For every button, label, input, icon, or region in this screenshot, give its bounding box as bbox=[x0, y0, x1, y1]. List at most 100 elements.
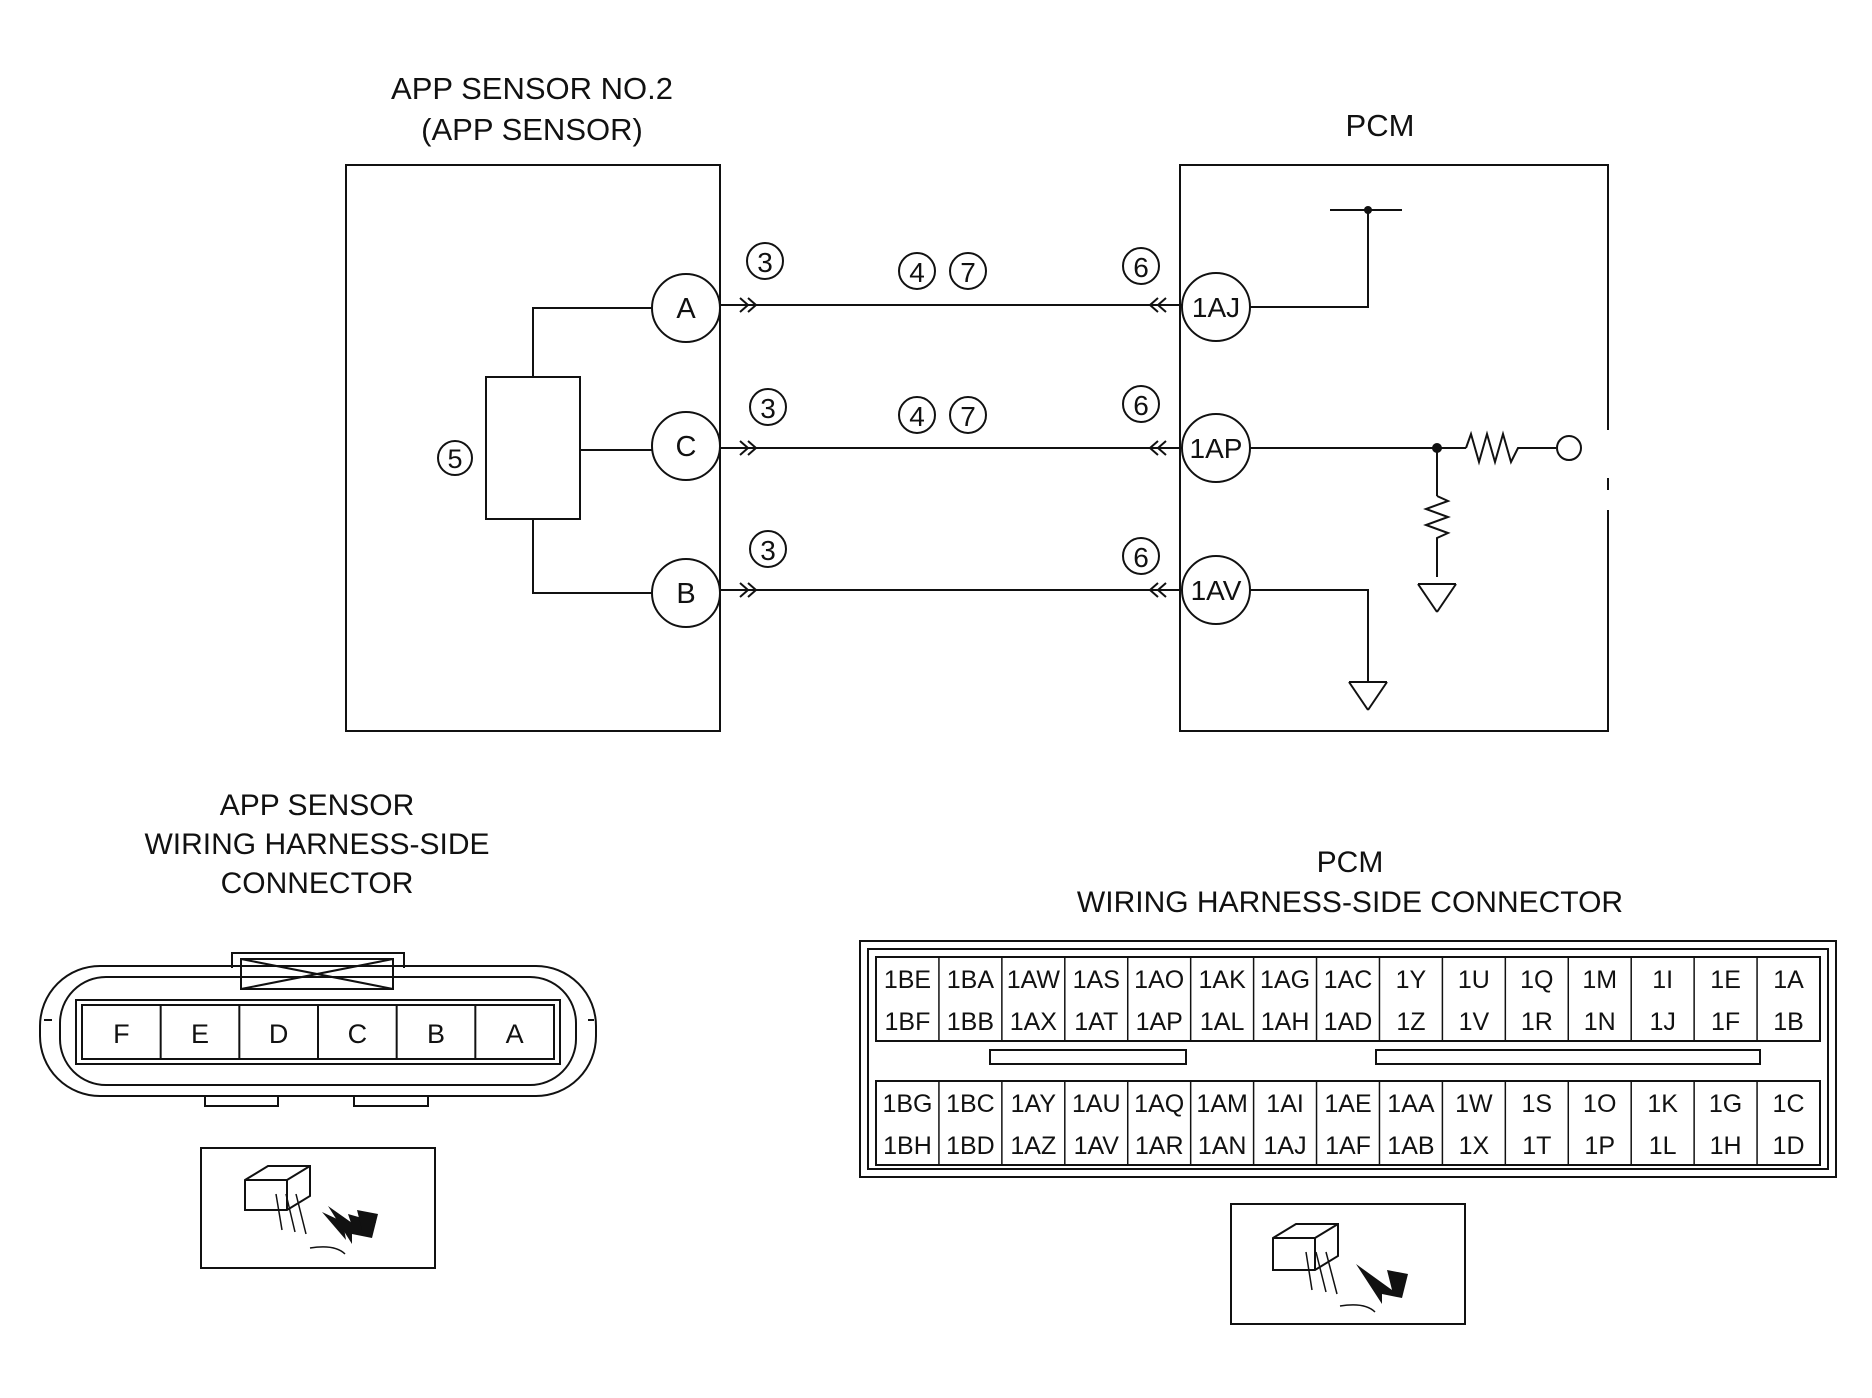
pcm-pin-label: 1AW bbox=[1007, 966, 1061, 994]
pcm-pin-label: 1N bbox=[1584, 1008, 1616, 1036]
pcm-connector-body bbox=[859, 940, 1837, 1178]
sensor-connector-title-line2: WIRING HARNESS-SIDE bbox=[144, 828, 489, 861]
sensor-title-line2: (APP SENSOR) bbox=[421, 112, 643, 147]
pcm-pin-label: 1Y bbox=[1396, 966, 1427, 994]
pcm-pin-label: 1K bbox=[1647, 1090, 1678, 1118]
sensor-side-chevrons bbox=[739, 297, 758, 598]
svg-text:5: 5 bbox=[447, 444, 462, 474]
pcm-pin-label: 1I bbox=[1652, 966, 1673, 994]
marker-6-wire-a: 6 bbox=[1122, 247, 1160, 285]
svg-text:3: 3 bbox=[760, 535, 776, 566]
pcm-pin-label: 1AU bbox=[1072, 1090, 1121, 1118]
pcm-pin-label: 1F bbox=[1711, 1008, 1740, 1036]
pcm-pin-label: 1P bbox=[1584, 1132, 1615, 1160]
pcm-pin-label: 1E bbox=[1710, 966, 1741, 994]
pcm-pin-label: 1O bbox=[1583, 1090, 1616, 1118]
sensor-connector-body bbox=[39, 952, 597, 1107]
sensor-pin-label: A bbox=[506, 1019, 524, 1049]
pcm-pin-label: 1BC bbox=[946, 1090, 995, 1118]
pcm-pin-label: 1AL bbox=[1200, 1008, 1245, 1036]
pcm-pin-label: 1AX bbox=[1010, 1008, 1058, 1036]
sensor-connector-title-line1: APP SENSOR bbox=[220, 789, 415, 822]
pcm-terminal-1ap: 1AP bbox=[1181, 413, 1251, 483]
sensor-title-line1: APP SENSOR NO.2 bbox=[391, 71, 673, 106]
pcm-pin-label: 1L bbox=[1649, 1132, 1677, 1160]
pcm-pin-label: 1X bbox=[1459, 1132, 1490, 1160]
svg-text:1AJ: 1AJ bbox=[1192, 292, 1240, 323]
pcm-pin-label: 1BG bbox=[882, 1090, 932, 1118]
pcm-pin-label: 1W bbox=[1455, 1090, 1493, 1118]
pcm-pin-label: 1AI bbox=[1266, 1090, 1304, 1118]
svg-text:4: 4 bbox=[909, 401, 925, 432]
pcm-pin-label: 1AB bbox=[1387, 1132, 1434, 1160]
pcm-title: PCM bbox=[1346, 108, 1415, 143]
pcm-pin-label: 1U bbox=[1458, 966, 1490, 994]
pcm-pin-label: 1M bbox=[1582, 966, 1617, 994]
pcm-connector-key-left bbox=[989, 1049, 1187, 1065]
pcm-1av-ground bbox=[1250, 589, 1369, 682]
pcm-series-resistor bbox=[1465, 430, 1556, 466]
pcm-pin-label: 1AP bbox=[1136, 1008, 1183, 1036]
pcm-grid-frame bbox=[875, 1080, 1821, 1166]
pcm-pin-label: 1AN bbox=[1198, 1132, 1247, 1160]
pcm-pin-label: 1AY bbox=[1011, 1090, 1057, 1118]
pcm-1aj-supply bbox=[1250, 210, 1369, 308]
marker-3-wire-c: 3 bbox=[749, 388, 787, 426]
sensor-lead-b bbox=[532, 519, 652, 594]
marker-6-wire-b: 6 bbox=[1122, 537, 1160, 575]
svg-text:3: 3 bbox=[757, 247, 773, 278]
pcm-pin-label: 1J bbox=[1649, 1008, 1675, 1036]
pcm-pin-label: 1AF bbox=[1325, 1132, 1371, 1160]
pcm-pin-label: 1T bbox=[1522, 1132, 1551, 1160]
pcm-pin-label: 1BF bbox=[885, 1008, 931, 1036]
sensor-lead-a bbox=[532, 307, 652, 377]
sensor-terminal-c: C bbox=[651, 411, 721, 481]
pcm-pin-label: 1D bbox=[1773, 1132, 1805, 1160]
marker-4-wire-c: 4 bbox=[898, 396, 936, 434]
ground-symbol-1av bbox=[1348, 681, 1388, 711]
pcm-connector-key-right bbox=[1375, 1049, 1761, 1065]
pcm-pin-label: 1AT bbox=[1074, 1008, 1118, 1036]
pcm-pulldown-resistor bbox=[1423, 495, 1451, 577]
pcm-pin-label: 1R bbox=[1521, 1008, 1553, 1036]
pcm-grid-frame bbox=[875, 956, 1821, 1042]
pcm-pin-label: 1BE bbox=[884, 966, 931, 994]
pcm-pin-label: 1AC bbox=[1324, 966, 1373, 994]
pcm-pin-label: 1AS bbox=[1073, 966, 1120, 994]
marker-7-wire-a: 7 bbox=[949, 252, 987, 290]
pcm-pin-label: 1AA bbox=[1387, 1090, 1435, 1118]
pcm-pin-label: 1BB bbox=[947, 1008, 994, 1036]
pcm-pin-label: 1AH bbox=[1261, 1008, 1310, 1036]
sensor-pin-label: F bbox=[113, 1019, 130, 1049]
pcm-pin-label: 1Q bbox=[1520, 966, 1553, 994]
pcm-pin-label: 1H bbox=[1710, 1132, 1742, 1160]
pcm-connector-title-line2: WIRING HARNESS-SIDE CONNECTOR bbox=[1077, 886, 1623, 919]
sensor-terminal-b: B bbox=[651, 558, 721, 628]
svg-text:7: 7 bbox=[960, 257, 976, 288]
marker-3-wire-a: 3 bbox=[746, 242, 784, 280]
pcm-connector-title-line1: PCM bbox=[1317, 846, 1384, 879]
pcm-terminal-1av: 1AV bbox=[1181, 555, 1251, 625]
marker-7-wire-c: 7 bbox=[949, 396, 987, 434]
sensor-terminal-a: A bbox=[651, 273, 721, 343]
pcm-terminal-1aj: 1AJ bbox=[1181, 272, 1251, 342]
pcm-pin-label: 1AE bbox=[1324, 1090, 1371, 1118]
pcm-pin-label: 1AG bbox=[1260, 966, 1310, 994]
svg-text:C: C bbox=[676, 431, 697, 463]
svg-text:1AP: 1AP bbox=[1190, 433, 1243, 464]
ground-symbol-1ap bbox=[1417, 583, 1457, 613]
svg-text:4: 4 bbox=[909, 257, 925, 288]
svg-text:6: 6 bbox=[1133, 390, 1149, 421]
pcm-pin-label: 1B bbox=[1773, 1008, 1804, 1036]
pcm-pin-label: 1AD bbox=[1324, 1008, 1373, 1036]
sensor-connector-title-line3: CONNECTOR bbox=[221, 867, 414, 900]
svg-text:1AV: 1AV bbox=[1191, 575, 1242, 606]
sensor-element bbox=[485, 376, 581, 520]
pcm-pin-label: 1A bbox=[1773, 966, 1804, 994]
pcm-side-chevrons bbox=[1148, 297, 1167, 598]
pcm-pin-label: 1G bbox=[1709, 1090, 1742, 1118]
